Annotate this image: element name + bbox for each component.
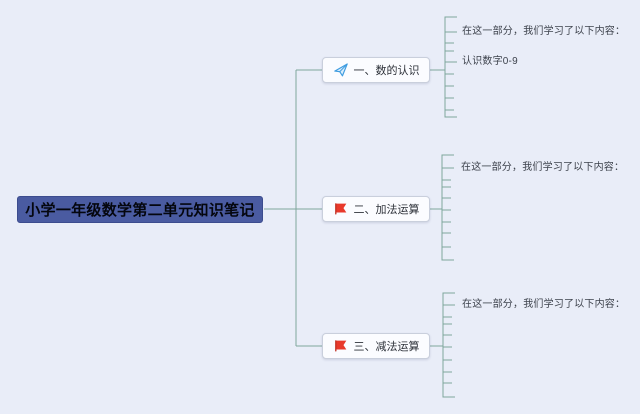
note-topic-3-1[interactable]: 在这一部分，我们学习了以下内容：: [462, 299, 626, 310]
note-topic-1-1[interactable]: 在这一部分，我们学习了以下内容：: [462, 26, 626, 37]
branch-topic-1[interactable]: 一、数的认识: [322, 57, 430, 83]
red-flag-icon: [333, 338, 349, 354]
branch-topic-label: 三、减法运算: [353, 341, 420, 353]
root-topic[interactable]: 小学一年级数学第二单元知识笔记: [17, 196, 263, 223]
branch-topic-3[interactable]: 三、减法运算: [322, 333, 430, 359]
note-topic-2-1[interactable]: 在这一部分，我们学习了以下内容：: [461, 162, 625, 173]
branch-topic-label: 一、数的认识: [353, 65, 420, 77]
root-topic-label: 小学一年级数学第二单元知识笔记: [25, 202, 255, 219]
branch-topic-2[interactable]: 二、加法运算: [322, 196, 430, 222]
branch-topic-label: 二、加法运算: [353, 204, 420, 216]
paper-plane-icon: [333, 62, 349, 78]
note-topic-1-2[interactable]: 认识数字0-9: [462, 56, 518, 67]
red-flag-icon: [333, 201, 349, 217]
